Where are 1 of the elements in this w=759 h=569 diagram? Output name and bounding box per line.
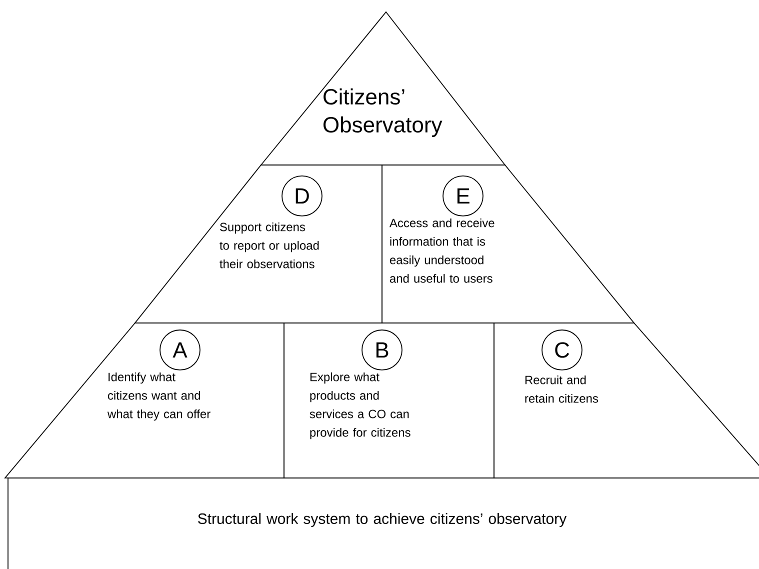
base-box: Structural work system to achieve citizens’ observatory: [8, 478, 759, 569]
